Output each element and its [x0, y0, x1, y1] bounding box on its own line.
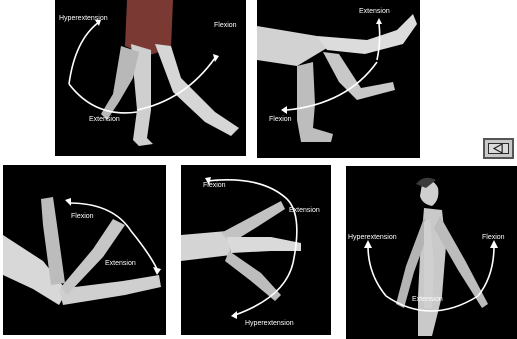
shoulder-photo: Hyperextension Flexion Extension — [346, 166, 517, 339]
elbow-photo: Flexion Extension — [3, 165, 166, 335]
hyperextension-label: Hyperextension — [348, 234, 397, 241]
flexion-label: Flexion — [214, 22, 237, 29]
elbow-illustration — [3, 165, 166, 335]
hyperextension-label: Hyperextension — [59, 15, 108, 22]
wrist-photo: Flexion Extension Hyperextension — [181, 165, 331, 335]
flexion-label: Flexion — [203, 182, 226, 189]
knee-standing-photo: Hyperextension Flexion Extension — [55, 0, 246, 156]
flexion-label: Flexion — [269, 116, 292, 123]
flexion-label: Flexion — [71, 213, 94, 220]
extension-label: Extension — [105, 260, 136, 267]
shoulder-illustration — [346, 166, 517, 339]
extension-label: Extension — [289, 207, 320, 214]
knee-seated-illustration — [257, 0, 420, 158]
hyperextension-label: Hyperextension — [245, 320, 294, 327]
back-button[interactable] — [483, 138, 514, 159]
extension-label: Extension — [412, 296, 443, 303]
extension-label: Extension — [359, 8, 390, 15]
wrist-illustration — [181, 165, 331, 335]
triangle-left-icon — [485, 140, 512, 157]
knee-seated-photo: Extension Flexion — [257, 0, 420, 158]
extension-label: Extension — [89, 116, 120, 123]
flexion-label: Flexion — [482, 234, 505, 241]
